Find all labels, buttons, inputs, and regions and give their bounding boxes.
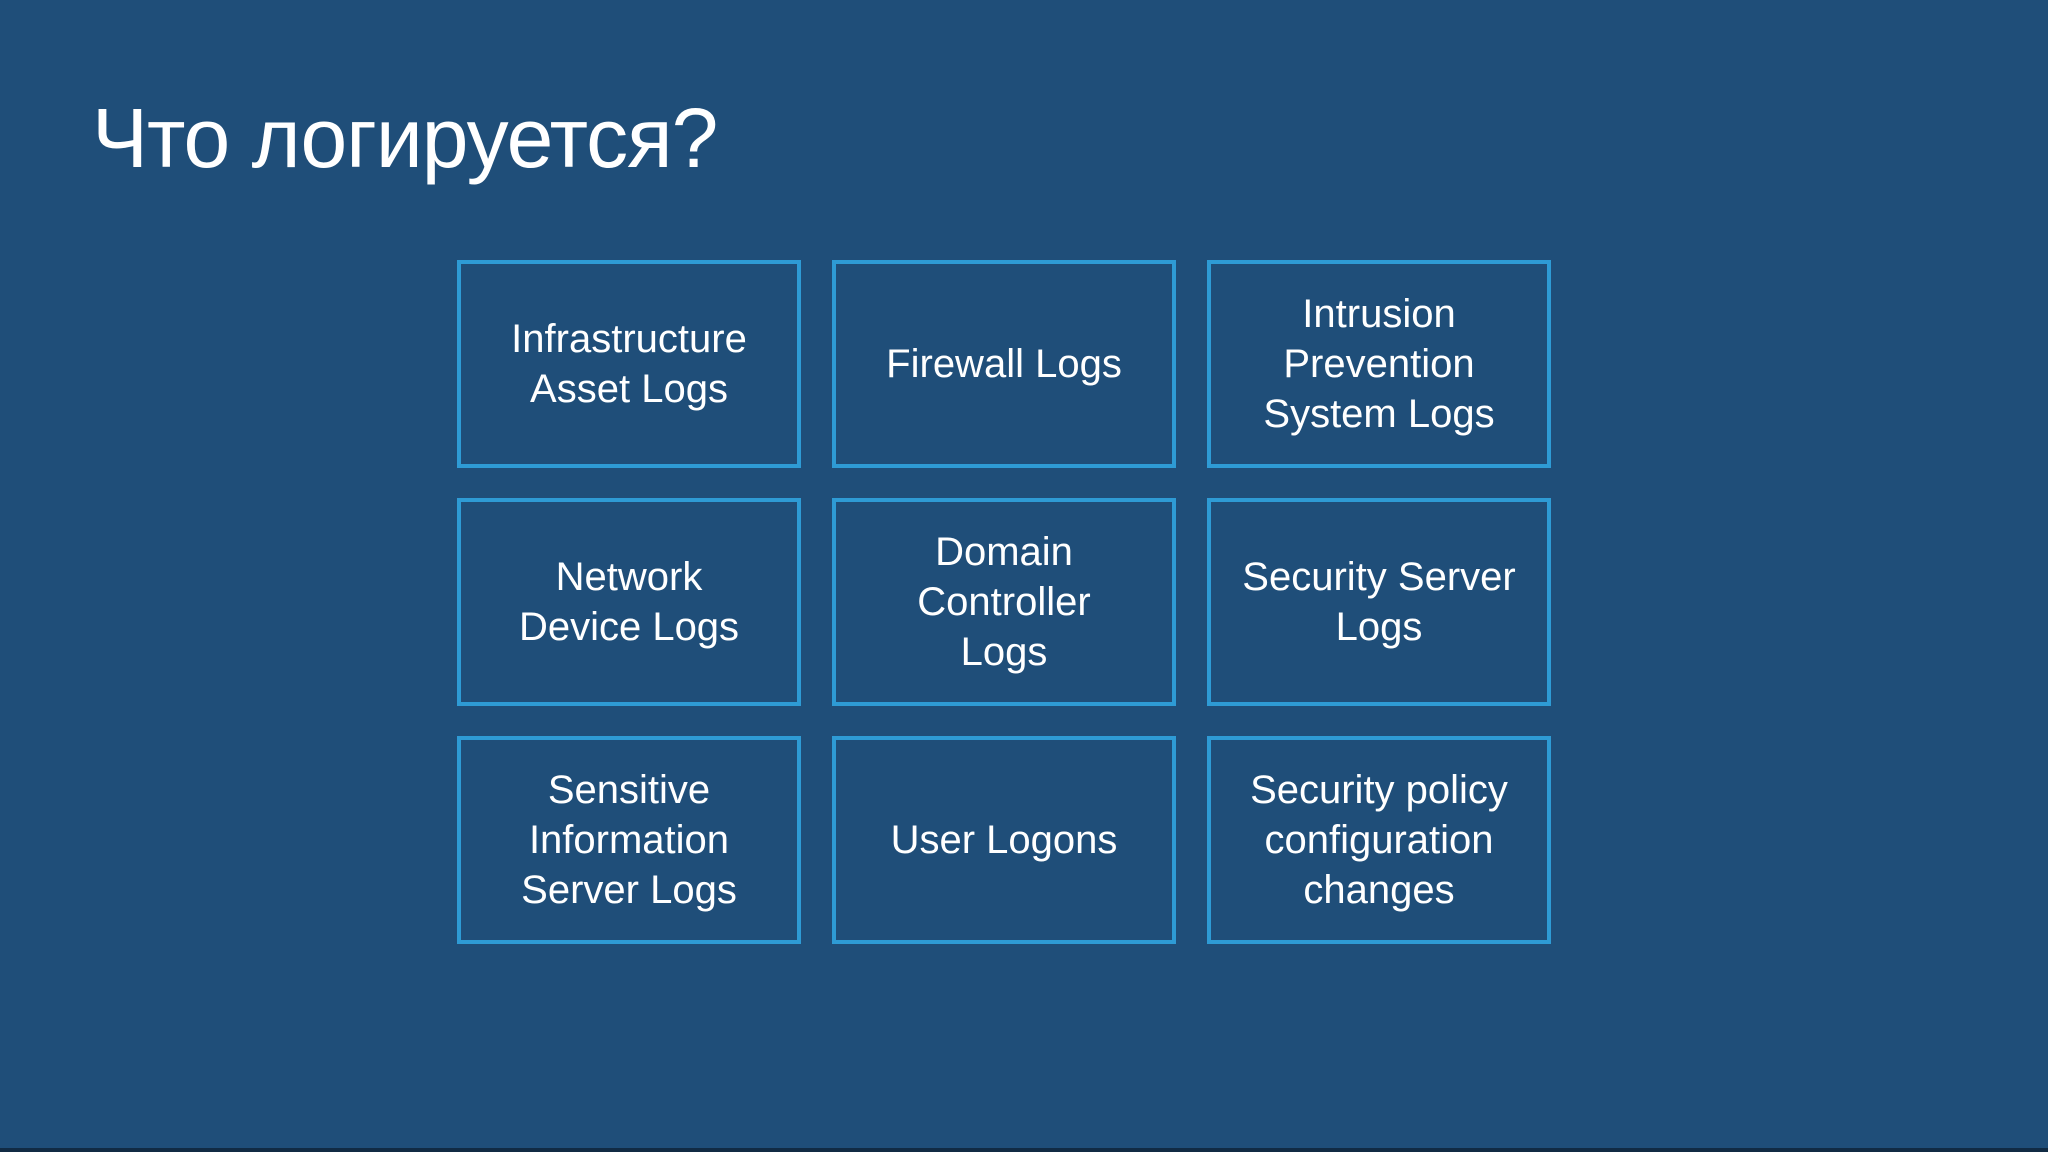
slide-title: Что логируется? [92,91,718,186]
box-infrastructure-asset-logs: Infrastructure Asset Logs [457,260,801,468]
box-firewall-logs: Firewall Logs [832,260,1176,468]
box-domain-controller-logs: Domain Controller Logs [832,498,1176,706]
box-security-policy-configuration-changes: Security policy configuration changes [1207,736,1551,944]
box-label-intrusion-prevention-system-logs: Intrusion Prevention System Logs [1263,292,1495,436]
box-label-user-logons: User Logons [890,818,1118,862]
box-label-firewall-logs: Firewall Logs [886,342,1122,386]
box-label-sensitive-information-server-logs: Sensitive Information Server Logs [521,768,737,912]
box-label-network-device-logs: Network Device Logs [518,555,740,649]
box-sensitive-information-server-logs: Sensitive Information Server Logs [457,736,801,944]
box-label-domain-controller-logs: Domain Controller Logs [917,530,1091,674]
screen-bottom-edge [0,1148,2048,1152]
box-network-device-logs: Network Device Logs [457,498,801,706]
box-security-server-logs: Security Server Logs [1207,498,1551,706]
box-label-security-server-logs: Security Server Logs [1242,555,1516,649]
log-sources-grid: Infrastructure Asset Logs Firewall Logs … [457,260,1551,944]
box-user-logons: User Logons [832,736,1176,944]
box-label-infrastructure-asset-logs: Infrastructure Asset Logs [511,317,747,411]
box-intrusion-prevention-system-logs: Intrusion Prevention System Logs [1207,260,1551,468]
box-label-security-policy-configuration-changes: Security policy configuration changes [1250,768,1508,912]
